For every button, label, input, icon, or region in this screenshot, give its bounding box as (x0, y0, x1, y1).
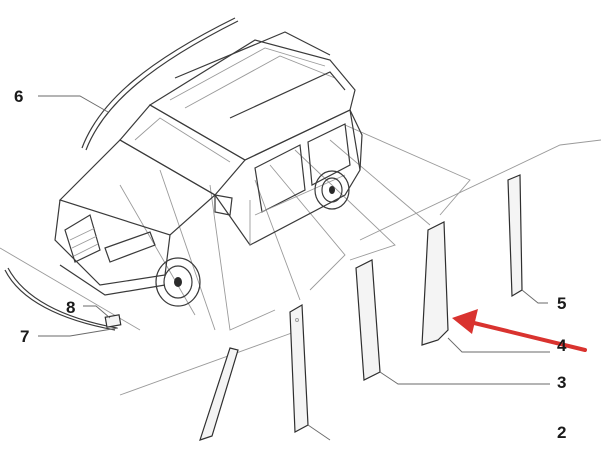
callout-6: 6 (14, 87, 23, 106)
panel-center (289, 303, 309, 433)
roof-molding-6 (81, 17, 239, 151)
vehicle-illustration (54, 31, 363, 307)
callout-2: 2 (557, 423, 566, 442)
panel-part-4 (421, 221, 449, 346)
clip-part-8 (104, 314, 122, 328)
callout-8: 8 (66, 298, 75, 317)
highlight-arrow (452, 309, 587, 352)
panel-part-5 (507, 174, 523, 298)
molding-part-7 (4, 267, 118, 331)
panel-part-3 (355, 259, 381, 381)
projection-lines (119, 124, 471, 331)
callout-4: 4 (557, 336, 567, 355)
callout-7: 7 (20, 327, 29, 346)
leader-lines (38, 95, 550, 441)
callout-5: 5 (557, 294, 566, 313)
callout-3: 3 (557, 373, 566, 392)
panel-part-2 (199, 347, 239, 441)
